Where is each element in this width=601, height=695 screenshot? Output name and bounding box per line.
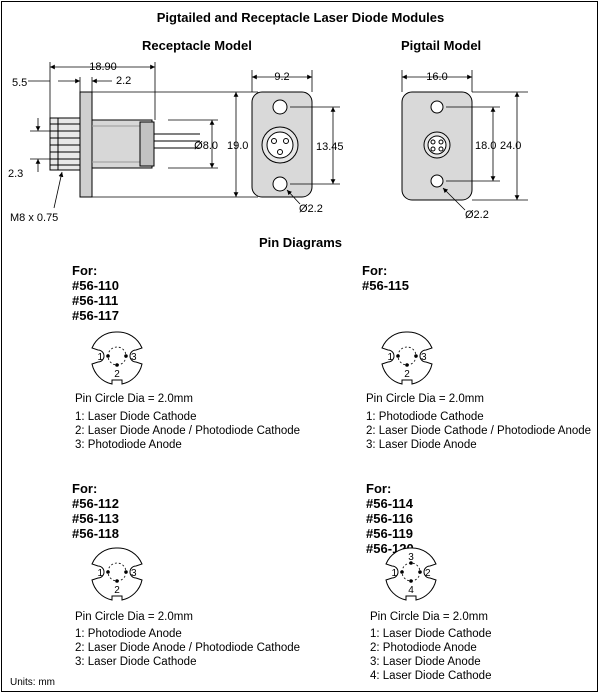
pin-assignment: 1: Laser Diode Cathode [370,628,492,640]
pin-circle-note: Pin Circle Dia = 2.0mm [366,393,484,405]
dim-hole-spacing: 13.45 [316,141,344,153]
dim-body-dia: Ø8.0 [194,140,218,152]
pin-diagrams-title: Pin Diagrams [258,235,343,250]
pin-label: 2 [425,568,431,579]
dim-flange-offset: 5.5 [12,77,27,89]
model-number: #56-117 [72,308,119,323]
pig-dim-hole-spacing: 18.0 [475,140,496,152]
pin-assignment: 2: Laser Diode Anode / Photodiode Cathod… [75,425,301,437]
pin-assignments: 1: Laser Diode Cathode 2: Laser Diode An… [75,410,300,452]
pin-label: 1 [387,352,393,363]
dim-height: 19.0 [227,140,248,152]
for-label: For: [72,481,98,496]
pin-assignment: 3: Photodiode Anode [75,439,182,451]
pin-label: 3 [131,352,137,363]
dim-hole-dia: Ø2.2 [299,203,323,215]
figure-title: Pigtailed and Receptacle Laser Diode Mod… [156,10,445,25]
model-number: #56-115 [362,278,409,293]
pin-label: 3 [408,552,414,563]
model-number: #56-118 [72,526,119,541]
dim-flange-thick: 2.2 [116,75,131,87]
units-note: Units: mm [10,677,55,688]
for-label: For: [366,481,392,496]
pigtail-title: Pigtail Model [401,38,482,53]
pin-label: 2 [114,585,120,596]
pig-dim-hole-dia: Ø2.2 [465,209,489,221]
pin-group-1-header: For: #56-115 [362,263,409,293]
model-number: #56-114 [366,496,413,511]
pin-label: 3 [421,352,427,363]
dim-thread-step: 2.3 [8,168,23,180]
receptacle-front-view [251,91,313,198]
pin-assignment: 2: Laser Diode Cathode / Photodiode Anod… [366,425,592,437]
pin-assignment: 1: Laser Diode Cathode [75,411,197,423]
pin-group-2-header: For: #56-112 #56-113 #56-118 [72,481,119,541]
pin-assignment: 1: Photodiode Cathode [366,411,484,423]
pigtail-dimensions [401,70,528,211]
pin-circle-note: Pin Circle Dia = 2.0mm [75,393,193,405]
receptacle-title: Receptacle Model [142,38,252,53]
pin-assignment: 4: Laser Diode Cathode [370,670,492,682]
pin-diagram-3pin: 1 3 2 [91,547,143,601]
model-number: #56-113 [72,511,119,526]
pin-assignments: 1: Photodiode Cathode 2: Laser Diode Cat… [366,410,591,452]
pin-assignment: 2: Photodiode Anode [370,642,477,654]
pin-assignments: 1: Photodiode Anode 2: Laser Diode Anode… [75,627,300,669]
receptacle-side-view [49,91,200,198]
pin-diagram-3pin: 1 3 2 [381,331,433,385]
pin-group-0-header: For: #56-110 #56-111 #56-117 [72,263,119,323]
receptacle-dimensions [28,62,258,209]
dim-width: 9.2 [274,71,289,83]
model-number: #56-112 [72,496,119,511]
for-label: For: [362,263,388,278]
pin-circle-note: Pin Circle Dia = 2.0mm [370,611,488,623]
model-number: #56-110 [72,278,119,293]
receptacle-front-dimensions [251,70,340,205]
dim-length: 18.90 [89,61,117,73]
pin-assignment: 3: Laser Diode Anode [370,656,481,668]
pin-label: 2 [404,369,410,380]
pin-label: 4 [408,585,414,596]
model-number: #56-111 [72,293,119,308]
pin-assignment: 3: Laser Diode Cathode [75,656,197,668]
for-label: For: [72,263,98,278]
pigtail-front-view [401,91,473,201]
pin-label: 1 [97,352,103,363]
pin-assignment: 1: Photodiode Anode [75,628,182,640]
pin-diagram-4pin: 1 3 2 4 [385,547,437,601]
pin-label: 1 [97,568,103,579]
mechanical-drawings: 18.90 5.5 2.2 2.3 M8 x 0.75 Ø8.0 19.0 13… [8,61,528,224]
pin-label: 2 [114,369,120,380]
dim-thread: M8 x 0.75 [10,212,58,224]
pin-label: 3 [131,568,137,579]
pin-label: 1 [391,568,397,579]
pig-dim-height: 24.0 [500,140,521,152]
pin-assignments: 1: Laser Diode Cathode 2: Photodiode Ano… [370,627,491,683]
model-number: #56-119 [366,526,413,541]
model-number: #56-116 [366,511,413,526]
pin-diagram-3pin: 1 3 2 [91,331,143,385]
pig-dim-width: 16.0 [426,71,447,83]
pin-group-3-header: For: #56-114 #56-116 #56-119 #56-120 [366,481,414,556]
pin-assignment: 2: Laser Diode Anode / Photodiode Cathod… [75,642,301,654]
pin-circle-note: Pin Circle Dia = 2.0mm [75,611,193,623]
pin-assignment: 3: Laser Diode Anode [366,439,477,451]
